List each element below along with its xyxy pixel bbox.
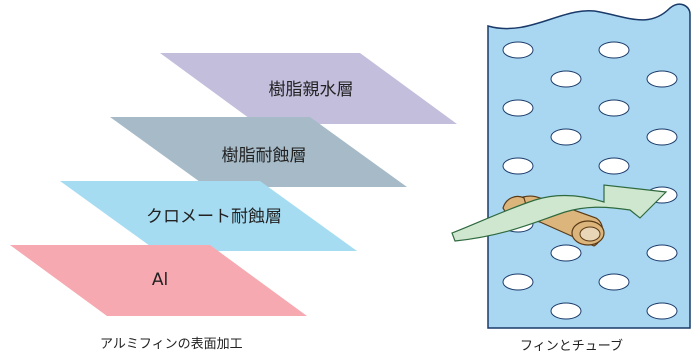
layer-shape-resin-corrosion (110, 117, 407, 187)
fin-hole (598, 273, 630, 291)
layer-label-hydrophilic: 樹脂親水層 (269, 80, 354, 100)
fin-hole (550, 244, 582, 262)
layer-shape-chromate (60, 181, 357, 251)
fin-hole (598, 41, 630, 59)
fin-hole (646, 302, 678, 320)
layer-shape-aluminum (10, 245, 307, 316)
layer-label-aluminum: Al (152, 270, 168, 290)
layer-label-resin-corrosion: 樹脂耐蝕層 (222, 146, 307, 166)
fin-hole (502, 99, 534, 117)
fin-hole (502, 41, 534, 59)
fin-hole (550, 128, 582, 146)
fin-hole (598, 157, 630, 175)
tube-end-inner (579, 226, 601, 242)
layer-label-chromate: クロメート耐蝕層 (146, 207, 282, 227)
fin-panel (487, 3, 691, 329)
fin-hole (646, 70, 678, 88)
layer-resin-corrosion: 樹脂耐蝕層 (110, 117, 407, 187)
fin-hole (646, 244, 678, 262)
fin-body (487, 3, 691, 329)
layer-shape-hydrophilic (160, 53, 457, 124)
fin-hole (646, 128, 678, 146)
layer-chromate-corrosion: クロメート耐蝕層 (60, 181, 357, 251)
fin-holes (502, 41, 678, 320)
fin-hole (502, 273, 534, 291)
layer-aluminum: Al (10, 245, 307, 316)
fin-hole (550, 70, 582, 88)
layer-stack: 樹脂親水層 樹脂耐蝕層 クロメート耐蝕層 Al (10, 53, 457, 316)
caption-fin-and-tube: フィンとチューブ (520, 339, 623, 354)
layer-resin-hydrophilic: 樹脂親水層 (160, 53, 457, 124)
caption-surface-treatment: アルミフィンの表面加工 (100, 337, 243, 352)
fin-hole (598, 99, 630, 117)
fin-hole (550, 302, 582, 320)
airflow-arrow (451, 184, 668, 242)
fin-hole (502, 157, 534, 175)
